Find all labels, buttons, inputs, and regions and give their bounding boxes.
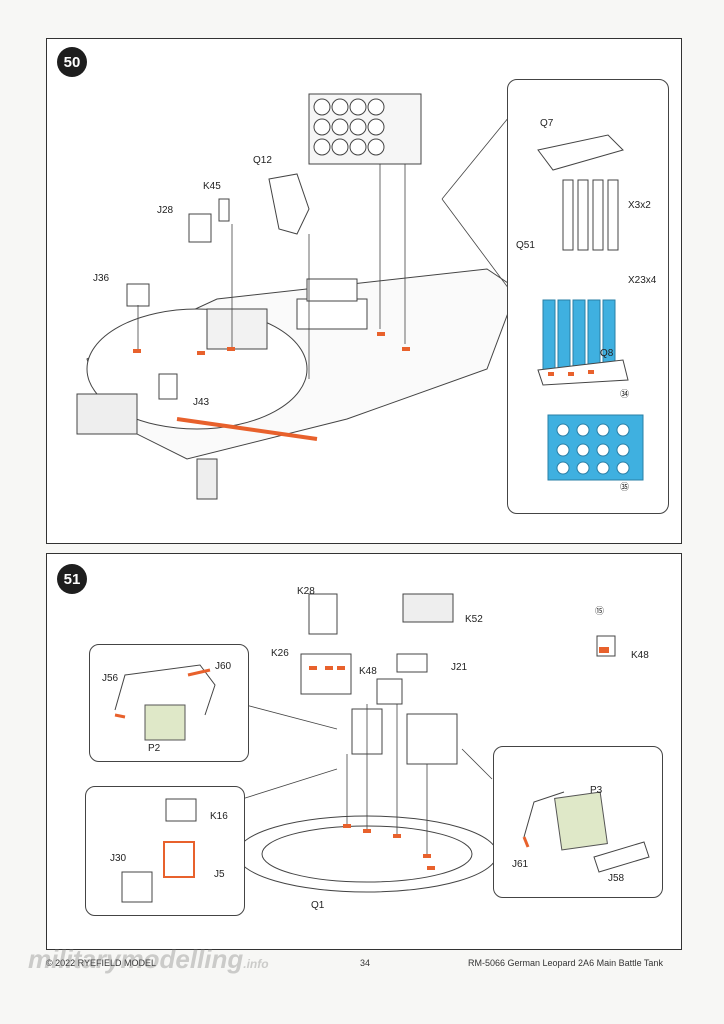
step-51-drawing	[236, 593, 616, 893]
ammo-detail-inset: Q7 X3x2 Q51 X23x4 Q8 ㉞ ㉟	[507, 79, 669, 514]
label-k45: K45	[203, 181, 221, 192]
label-k16: K16	[210, 811, 228, 822]
label-j5: J5	[214, 869, 225, 880]
footer-copyright: © 2022 RYEFIELD MODEL	[46, 958, 157, 968]
label-j56: J56	[102, 673, 119, 684]
ammo-detail-drawing	[537, 134, 644, 481]
ammo-rack	[308, 93, 422, 165]
watermark: militarymodelling.info	[28, 944, 269, 975]
label-p2: P2	[148, 743, 161, 754]
step-number: 50	[57, 47, 87, 77]
label-j36: J36	[93, 273, 110, 284]
label-q8: Q8	[600, 348, 614, 359]
step-50-panel: 50	[46, 38, 682, 544]
label-j28: J28	[157, 205, 174, 216]
footer-page-number: 34	[360, 958, 371, 968]
step-51-panel: 51	[46, 553, 682, 950]
label-k48-right: K48	[631, 650, 649, 661]
label-35: ㉟	[620, 482, 630, 492]
label-k52: K52	[465, 614, 483, 625]
label-k26: K26	[271, 648, 289, 659]
label-j58: J58	[608, 873, 625, 884]
footer-title: RM-5066 German Leopard 2A6 Main Battle T…	[468, 958, 663, 968]
label-x3x2: X3x2	[628, 200, 651, 211]
label-15: ⑮	[595, 606, 605, 616]
label-p3: P3	[590, 785, 603, 796]
label-k48-center: K48	[359, 666, 377, 677]
label-j60: J60	[215, 661, 232, 672]
label-k28: K28	[297, 586, 315, 597]
label-34: ㉞	[620, 389, 630, 399]
label-q51: Q51	[516, 240, 535, 251]
label-x23x4: X23x4	[628, 275, 657, 286]
watermark-suffix: .info	[243, 957, 269, 971]
hatch-inset-left: K16 J30 J5	[85, 786, 245, 916]
label-j61: J61	[512, 859, 529, 870]
step-number: 51	[57, 564, 87, 594]
grille-inset-right: P3 J61 J58	[493, 746, 663, 898]
label-q12: Q12	[253, 155, 272, 166]
label-j43: J43	[193, 397, 210, 408]
label-q7: Q7	[540, 118, 554, 129]
watermark-text: militarymodelling	[28, 944, 244, 974]
step-50-drawing	[76, 93, 518, 500]
label-j21: J21	[451, 662, 468, 673]
label-q1: Q1	[311, 900, 325, 911]
label-j30: J30	[110, 853, 127, 864]
grille-inset-left: J60 J56 P2	[89, 644, 249, 762]
